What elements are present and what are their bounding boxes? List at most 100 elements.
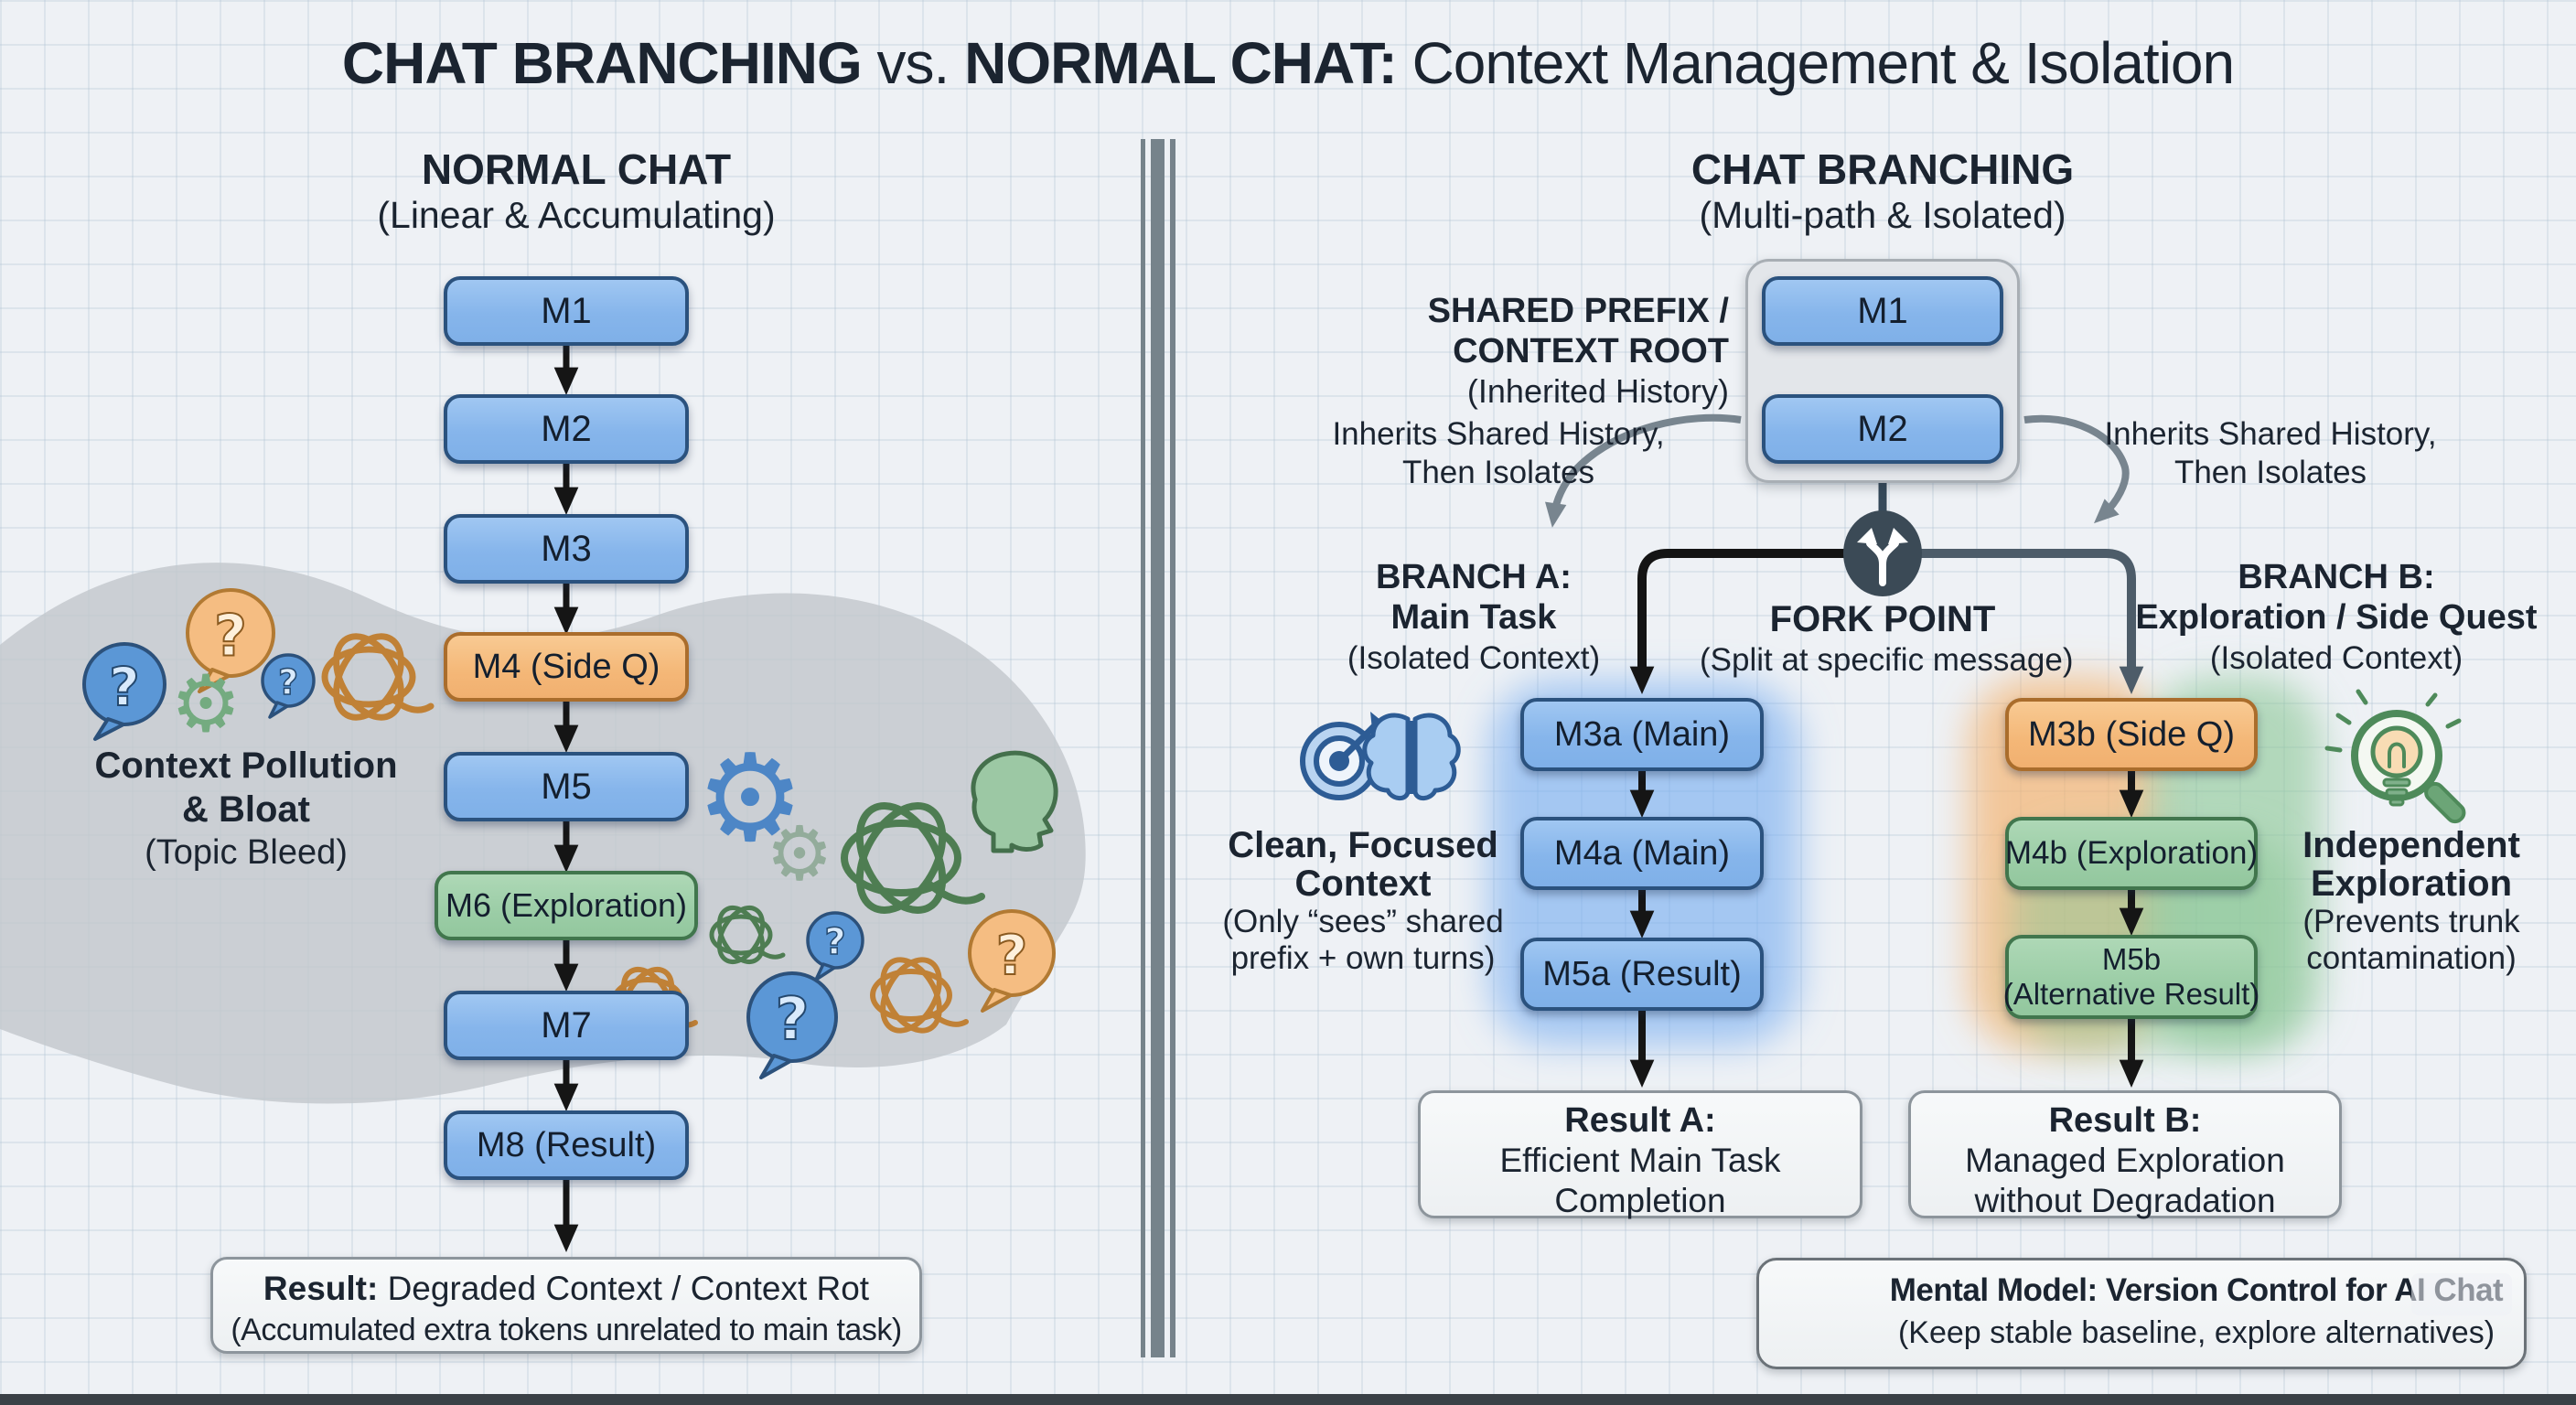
mental-model-line2: (Keep stable baseline, explore alternati… <box>1897 1315 2496 1350</box>
branch-b-title3: (Isolated Context) <box>2209 640 2463 676</box>
pollution-label-line3: (Topic Bleed) <box>145 833 348 872</box>
message-label: M5a (Result) <box>1542 954 1742 993</box>
mental-model-text: Mental Model: Version Control for AI Cha… <box>1873 1269 2519 1353</box>
message-label: M1 <box>541 290 592 331</box>
shared-prefix-label: SHARED PREFIX / CONTEXT ROOT (Inherited … <box>1354 291 1729 412</box>
message-box-m4-side-q: M4 (Side Q) <box>444 632 689 702</box>
result-b-box: Result B: Managed Exploration without De… <box>1908 1090 2342 1219</box>
lightbulb-magnifier-icon <box>2324 689 2466 824</box>
head-profile-icon <box>971 750 1058 853</box>
message-box-m2: M2 <box>444 394 689 464</box>
brain-icon <box>1362 713 1461 800</box>
svg-text:?: ? <box>996 924 1028 988</box>
message-box-m1: M1 <box>444 276 689 346</box>
message-label: M2 <box>541 408 592 449</box>
gear-green-icon: ⚙ <box>170 659 241 750</box>
svg-text:?: ? <box>214 603 247 670</box>
result-a-box: Result A: Efficient Main Task Completion <box>1418 1090 1862 1219</box>
independent-sub1: (Prevents trunk <box>2302 904 2520 939</box>
fork-point-label: FORK POINT <box>1769 599 1996 639</box>
shared-message-box-m2: M2 <box>1762 394 2003 464</box>
independent-bold1: Independent <box>2302 825 2520 865</box>
message-label: M1 <box>1857 290 1908 331</box>
inherits-right-line2: Then Isolates <box>2174 455 2367 490</box>
branch-b-box-m5b: M5b (Alternative Result) <box>2002 935 2260 1019</box>
result-b-line2: Managed Exploration <box>1965 1142 2285 1179</box>
result-label-bold: Result: <box>263 1270 379 1307</box>
divider-line <box>1170 139 1175 1357</box>
question-bubble-orange-icon: ? <box>968 909 1056 1013</box>
question-bubble-orange-icon: ? <box>186 588 275 693</box>
clean-context-bold2: Context <box>1294 863 1432 904</box>
branch-b-box-m4b: M4b (Exploration) <box>2005 817 2258 890</box>
title-part-rest: Context Management & Isolation <box>1396 30 2236 96</box>
message-label: M3 <box>541 528 592 569</box>
pollution-label-line1: Context Pollution <box>94 745 398 786</box>
fork-point-sublabel: (Split at specific message) <box>1700 642 2074 678</box>
clean-context-bold1: Clean, Focused <box>1228 825 1498 865</box>
svg-text:?: ? <box>824 921 845 963</box>
divider-line <box>1141 139 1145 1357</box>
bottom-edge-bar <box>0 1394 2576 1405</box>
message-label: M4 (Side Q) <box>472 647 660 686</box>
inherits-left-line1: Inherits Shared History, <box>1332 416 1665 452</box>
watermark-fade <box>2411 1273 2512 1315</box>
message-label: M6 (Exploration) <box>445 886 688 924</box>
message-label: M3a (Main) <box>1553 714 1731 754</box>
left-result-box: Result: Degraded Context / Context Rot (… <box>210 1257 922 1354</box>
svg-text:?: ? <box>278 662 298 702</box>
gear-blue-icon: ⚙ <box>696 728 804 869</box>
left-column-heading: NORMAL CHAT <box>421 145 732 193</box>
result-a-line2: Efficient Main Task <box>1499 1142 1781 1179</box>
branch-a-title2: Main Task <box>1390 598 1557 637</box>
result-b-line3: without Degradation <box>1974 1182 2276 1219</box>
clean-context-sub1: (Only “sees” shared <box>1222 904 1504 939</box>
divider-line <box>1151 139 1165 1357</box>
message-sublabel: (Alternative Result) <box>2002 977 2260 1011</box>
question-bubble-blue-small-icon: ? <box>806 911 864 981</box>
message-label: M4a (Main) <box>1553 833 1731 873</box>
shared-label-line3: (Inherited History) <box>1466 372 1729 410</box>
branch-b-title1: BRANCH B: <box>2238 558 2435 596</box>
page-title: CHAT BRANCHING vs. NORMAL CHAT: Context … <box>0 29 2576 97</box>
scribble-green-small-icon <box>709 906 786 964</box>
branch-a-title1: BRANCH A: <box>1376 558 1572 596</box>
result-label-line2: (Accumulated extra tokens unrelated to m… <box>231 1313 902 1347</box>
left-column-subheading: (Linear & Accumulating) <box>377 194 776 236</box>
message-label: M8 (Result) <box>476 1125 657 1164</box>
scribble-green-icon <box>841 802 985 914</box>
result-a-line3: Completion <box>1554 1182 1726 1219</box>
message-box-m5: M5 <box>444 752 689 821</box>
title-part-chat-branching: CHAT BRANCHING <box>341 30 863 96</box>
shared-message-box-m1: M1 <box>1762 276 2003 346</box>
message-label: M3b (Side Q) <box>2028 714 2235 754</box>
independent-bold2: Exploration <box>2310 863 2513 904</box>
message-label: M7 <box>541 1004 592 1046</box>
message-label: M4b (Exploration) <box>2004 835 2259 871</box>
gear-sage-icon: ⚙ <box>766 811 833 898</box>
message-box-m8-result: M8 (Result) <box>444 1110 689 1180</box>
scribble-orange-icon <box>321 633 435 721</box>
mental-model-line1: Mental Model: Version Control for AI Cha… <box>1889 1272 2504 1308</box>
title-part-vs: vs. <box>861 30 965 96</box>
message-box-m7: M7 <box>444 991 689 1060</box>
question-bubble-blue-icon: ? <box>82 642 166 741</box>
pollution-label-line2: & Bloat <box>182 789 310 830</box>
inherit-curved-arrows <box>1545 413 2130 528</box>
title-part-normal-chat: NORMAL CHAT: <box>964 30 1398 96</box>
mental-model-box <box>1756 1258 2527 1369</box>
message-label: M5b <box>2101 942 2162 976</box>
branch-a-title3: (Isolated Context) <box>1347 640 1601 676</box>
message-box-m6-exploration: M6 (Exploration) <box>435 871 698 940</box>
question-bubble-blue-large-icon: ? <box>746 971 838 1079</box>
branch-b-title2: Exploration / Side Quest <box>2135 598 2538 637</box>
branch-a-box-m5a: M5a (Result) <box>1520 938 1764 1011</box>
right-column-heading: CHAT BRANCHING <box>1690 145 2075 193</box>
fork-point-icon <box>1843 510 1922 596</box>
question-bubble-blue-small-icon: ? <box>261 653 316 719</box>
shared-label-line2: CONTEXT ROOT <box>1453 332 1729 370</box>
independent-sub2: contamination) <box>2306 940 2517 976</box>
branch-a-box-m3a: M3a (Main) <box>1520 698 1764 771</box>
result-b-title: Result B: <box>2048 1101 2202 1140</box>
